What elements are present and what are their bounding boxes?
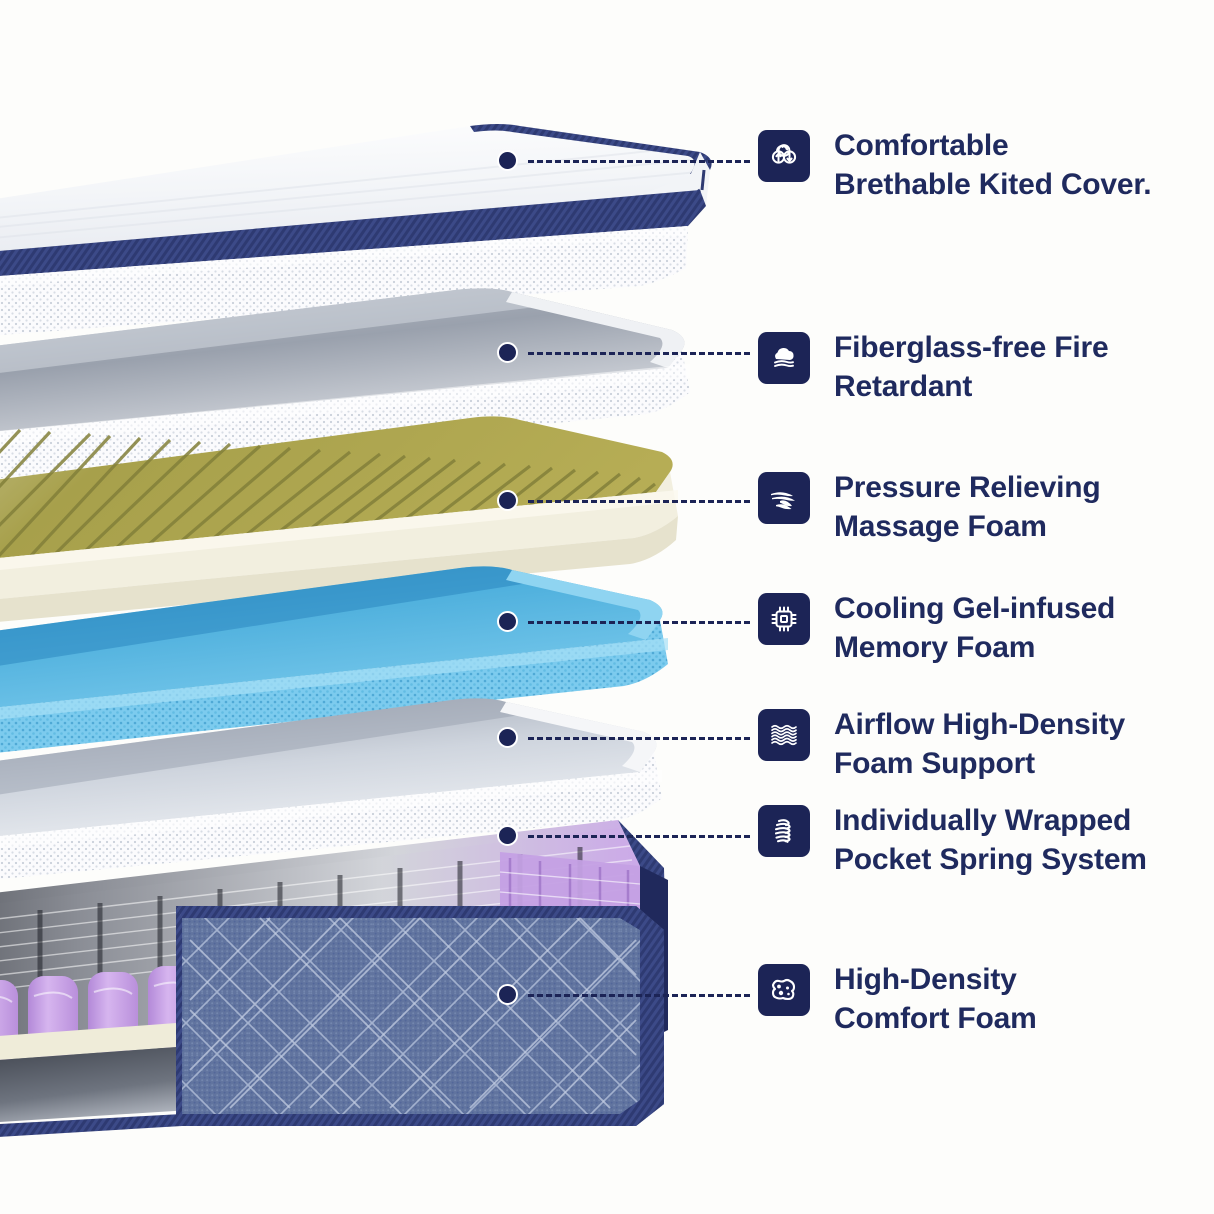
leader-dot-cooling-gel-foam	[497, 611, 518, 632]
leader-line-cooling-gel-foam	[528, 621, 750, 624]
callout-high-density-comfort-foam[interactable]: High-Density Comfort Foam	[758, 960, 1037, 1038]
callout-label: Pressure Relieving Massage Foam	[834, 471, 1101, 543]
callout-individually-wrapped-pocket-spring-system[interactable]: Individually Wrapped Pocket Spring Syste…	[758, 801, 1147, 879]
leader-line-pocket-springs	[528, 835, 750, 838]
leader-dot-massage-foam	[497, 490, 518, 511]
callout-label: High-Density Comfort Foam	[834, 963, 1037, 1035]
fire-retardant-cloud-icon	[758, 332, 810, 384]
leader-line-airflow-foam	[528, 737, 750, 740]
layer-airflow-foam	[0, 698, 662, 879]
leader-line-knit-cover	[528, 160, 750, 163]
leader-line-massage-foam	[528, 500, 750, 503]
massage-hand-icon	[758, 472, 810, 524]
callout-cooling-gel-infused-memory-foam[interactable]: Cooling Gel-infused Memory Foam	[758, 589, 1115, 667]
layer-massage-foam	[0, 416, 678, 622]
leader-line-comfort-foam	[528, 994, 750, 997]
leader-line-fire-retardant	[528, 352, 750, 355]
comfort-foam-sponge-icon	[758, 964, 810, 1016]
callout-fiberglass-free-fire-retardant[interactable]: Fiberglass-free Fire Retardant	[758, 328, 1109, 406]
mattress-layer-illustration	[0, 124, 712, 1137]
callout-airflow-high-density-foam-support[interactable]: Airflow High-Density Foam Support	[758, 705, 1125, 783]
layer-cooling-gel-foam	[0, 566, 668, 753]
leader-dot-pocket-springs	[497, 825, 518, 846]
leader-dot-comfort-foam	[497, 984, 518, 1005]
callout-comfortable-breathable-knit-cover[interactable]: Comfortable Brethable Kited Cover.	[758, 126, 1152, 204]
callout-label: Cooling Gel-infused Memory Foam	[834, 592, 1116, 664]
layer-knit-cover	[0, 124, 712, 336]
callout-label: Airflow High-Density Foam Support	[834, 708, 1126, 780]
airflow-mesh-icon	[758, 709, 810, 761]
pocket-spring-icon	[758, 805, 810, 857]
leader-dot-fire-retardant	[497, 342, 518, 363]
callout-label: Individually Wrapped Pocket Spring Syste…	[834, 804, 1147, 876]
callout-label: Fiberglass-free Fire Retardant	[834, 331, 1109, 403]
callout-label: Comfortable Brethable Kited Cover.	[834, 129, 1152, 201]
breathable-cover-icon	[758, 130, 810, 182]
layer-comfort-foam-base	[0, 906, 664, 1137]
cooling-chip-icon	[758, 593, 810, 645]
callout-pressure-relieving-massage-foam[interactable]: Pressure Relieving Massage Foam	[758, 468, 1101, 546]
leader-dot-knit-cover	[497, 150, 518, 171]
leader-dot-airflow-foam	[497, 727, 518, 748]
layer-fire-retardant	[0, 288, 690, 479]
